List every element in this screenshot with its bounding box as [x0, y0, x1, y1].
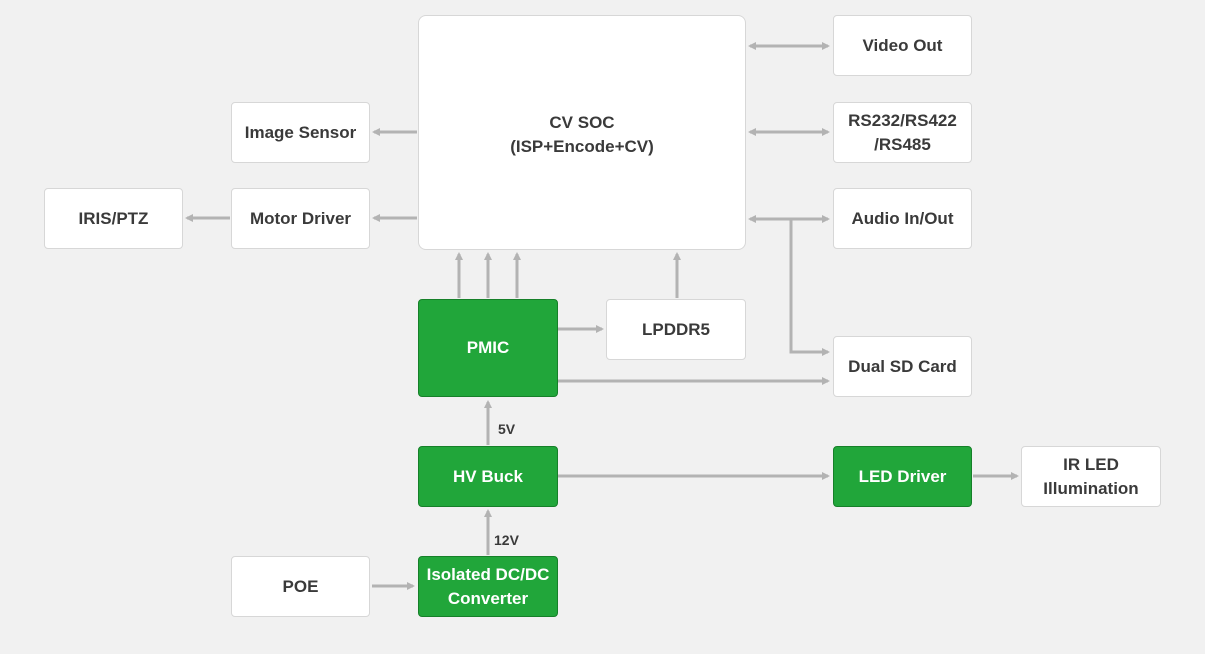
lpddr5-block: LPDDR5	[606, 299, 746, 360]
led-driver-label: LED Driver	[858, 466, 947, 486]
cv-soc-block: CV SOC (ISP+Encode+CV)	[418, 15, 746, 250]
serial-interface-label: RS232/RS422 /RS485	[848, 110, 957, 154]
image-sensor-block: Image Sensor	[231, 102, 370, 163]
poe-label: POE	[282, 576, 319, 596]
arrow-soc-sd-card	[789, 219, 830, 356]
motor-driver-block: Motor Driver	[231, 188, 370, 249]
sd-card-label: Dual SD Card	[848, 356, 957, 376]
cv-soc-label: CV SOC (ISP+Encode+CV)	[510, 113, 654, 156]
iris-ptz-block: IRIS/PTZ	[44, 188, 183, 249]
audio-block: Audio In/Out	[833, 188, 972, 249]
ir-led-block: IR LED Illumination	[1021, 446, 1161, 507]
led-driver-block: LED Driver	[833, 446, 972, 507]
pmic-block: PMIC	[418, 299, 558, 397]
iris-ptz-label: IRIS/PTZ	[78, 208, 149, 228]
video-out-label: Video Out	[862, 35, 943, 55]
lpddr5-label: LPDDR5	[641, 319, 710, 339]
pmic-label: PMIC	[466, 338, 510, 357]
hv-buck-block: HV Buck	[418, 446, 558, 507]
audio-label: Audio In/Out	[851, 208, 954, 228]
voltage-label-5v: 5V	[498, 421, 516, 437]
dcdc-converter-label: Isolated DC/DC Converter	[426, 564, 550, 608]
sd-card-block: Dual SD Card	[833, 336, 972, 397]
voltage-label-12v: 12V	[494, 532, 519, 548]
video-out-block: Video Out	[833, 15, 972, 76]
image-sensor-label: Image Sensor	[244, 122, 357, 142]
hv-buck-label: HV Buck	[453, 466, 523, 486]
poe-block: POE	[231, 556, 370, 617]
motor-driver-label: Motor Driver	[249, 208, 352, 228]
serial-interface-block: RS232/RS422 /RS485	[833, 102, 972, 163]
dcdc-converter-block: Isolated DC/DC Converter	[418, 556, 558, 617]
ir-led-label: IR LED Illumination	[1043, 454, 1139, 498]
